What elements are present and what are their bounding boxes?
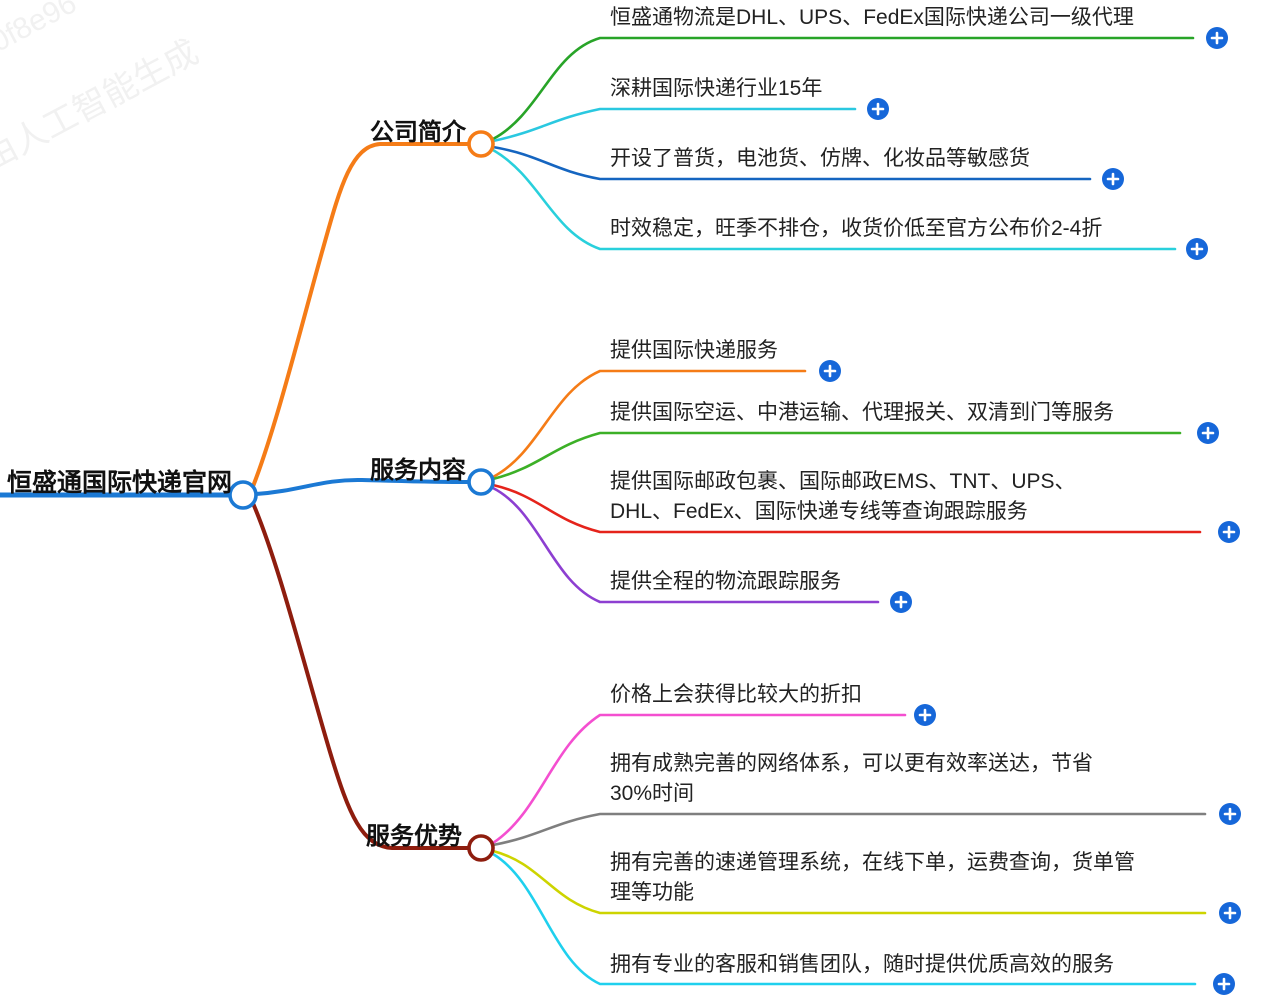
leaf-text[interactable]: 提供国际邮政包裹、国际邮政EMS、TNT、UPS、DHL、FedEx、国际快递专… xyxy=(610,470,1076,523)
root-node-circle[interactable] xyxy=(228,480,258,510)
edge-branch0-leaf2 xyxy=(491,145,1092,181)
plus-button-b0l1[interactable] xyxy=(867,98,889,120)
plus-button-b2l3[interactable] xyxy=(1213,973,1235,995)
leaf-text[interactable]: 提供国际空运、中港运输、代理报关、双清到门等服务 xyxy=(610,401,1114,424)
branch2-node-circle[interactable] xyxy=(467,834,495,862)
edge-branch0-leaf3 xyxy=(491,148,1177,251)
plus-button-b1l0[interactable] xyxy=(819,360,841,382)
plus-button-b2l2[interactable] xyxy=(1219,902,1241,924)
plus-button-b1l2[interactable] xyxy=(1218,521,1240,543)
leaf-text[interactable]: 提供全程的物流跟踪服务 xyxy=(610,570,841,593)
leaf-text[interactable]: 拥有专业的客服和销售团队，随时提供优质高效的服务 xyxy=(610,953,1114,976)
leaf-text[interactable]: 提供国际快递服务 xyxy=(610,339,778,362)
edge-branch1-leaf0 xyxy=(491,369,807,479)
branch-label-service-advantage[interactable]: 服务优势 xyxy=(366,823,462,850)
edge-branch2-leaf3 xyxy=(491,852,1197,986)
leaf-text[interactable]: 拥有成熟完善的网络体系，可以更有效率送达，节省30%时间 xyxy=(610,752,1093,805)
branch1-node-circle[interactable] xyxy=(467,468,495,496)
plus-button-b1l1[interactable] xyxy=(1197,422,1219,444)
plus-button-b0l3[interactable] xyxy=(1186,238,1208,260)
leaf-text[interactable]: 拥有完善的速递管理系统，在线下单，运费查询，货单管理等功能 xyxy=(610,851,1135,904)
plus-button-b1l3[interactable] xyxy=(890,591,912,613)
plus-button-b0l0[interactable] xyxy=(1206,27,1228,49)
plus-button-b2l1[interactable] xyxy=(1219,803,1241,825)
edge-branch0-leaf0 xyxy=(491,36,1195,141)
edge-root-branch-0 xyxy=(250,142,471,491)
edge-branch2-leaf2 xyxy=(491,849,1207,915)
edge-branch0-leaf1 xyxy=(491,107,857,143)
leaf-text[interactable]: 恒盛通物流是DHL、UPS、FedEx国际快递公司一级代理 xyxy=(610,6,1134,29)
edge-branch1-leaf3 xyxy=(491,486,880,604)
leaf-text[interactable]: 深耕国际快递行业15年 xyxy=(610,77,823,100)
plus-button-b2l0[interactable] xyxy=(914,704,936,726)
edge-branch1-leaf2 xyxy=(491,483,1202,534)
edge-branch2-leaf1 xyxy=(491,812,1207,847)
edge-root-branch-1 xyxy=(254,477,471,496)
edge-branch2-leaf0 xyxy=(491,713,907,845)
branch0-node-circle[interactable] xyxy=(467,130,495,158)
edge-branch1-leaf1 xyxy=(491,431,1182,481)
branch-label-service-content[interactable]: 服务内容 xyxy=(370,457,466,484)
branch-label-company-intro[interactable]: 公司简介 xyxy=(370,119,466,146)
root-node-label[interactable]: 恒盛通国际快递官网 xyxy=(7,469,233,497)
leaf-text[interactable]: 价格上会获得比较大的折扣 xyxy=(610,683,862,706)
leaf-text[interactable]: 开设了普货，电池货、仿牌、化妆品等敏感货 xyxy=(610,147,1030,170)
plus-button-b0l2[interactable] xyxy=(1102,168,1124,190)
leaf-text[interactable]: 时效稳定，旺季不排仓，收货价低至官方公布价2-4折 xyxy=(610,217,1103,240)
edge-root-branch-2 xyxy=(250,499,471,850)
